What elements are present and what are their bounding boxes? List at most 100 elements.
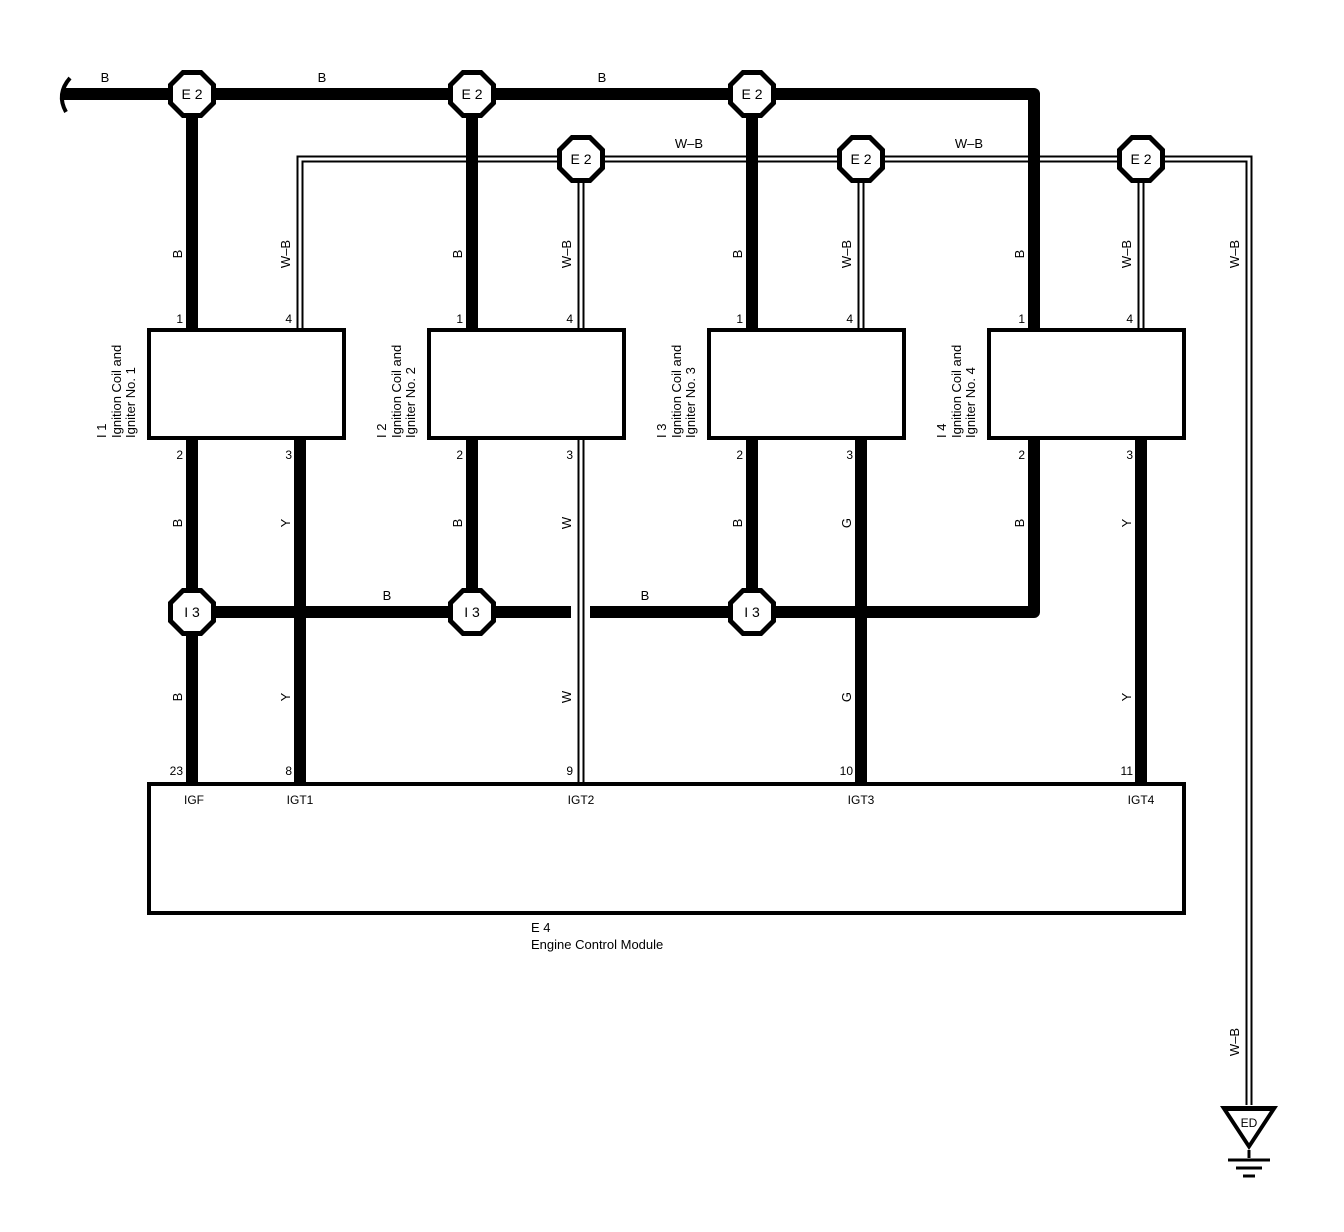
wire-label: G <box>839 518 854 528</box>
wire-label: W–B <box>559 240 574 268</box>
wb-ground-wiring <box>296 155 1253 1105</box>
i3-connector: I 3 <box>448 588 496 636</box>
wire-label: B <box>1012 250 1027 259</box>
coil-id: I 4 <box>934 424 949 438</box>
ecm-terminal-name: IGT3 <box>848 793 875 807</box>
e2-connector: E 2 <box>1117 135 1165 183</box>
wire-label: B <box>450 519 465 528</box>
e2-connector: E 2 <box>168 70 216 118</box>
ecm-pin-number: 23 <box>170 764 184 778</box>
ecm-pin-number: 8 <box>285 764 292 778</box>
i3-label: I 3 <box>744 604 760 620</box>
wire-label: Y <box>1119 518 1134 527</box>
ecm-pin-number: 10 <box>840 764 854 778</box>
pin-number: 1 <box>736 312 743 326</box>
e2-label: E 2 <box>570 151 591 167</box>
coil-id: I 2 <box>374 424 389 438</box>
ecm-name: Engine Control Module <box>531 937 663 952</box>
wire-label: B <box>730 519 745 528</box>
pin-number: 3 <box>285 448 292 462</box>
pin-number: 4 <box>1126 312 1133 326</box>
pin-number: 1 <box>1018 312 1025 326</box>
wire-label: W <box>559 516 574 529</box>
pin-number: 2 <box>456 448 463 462</box>
wire-label: W–B <box>675 136 703 151</box>
coil-name: Ignition Coil and <box>109 345 124 438</box>
coil-box-4 <box>987 328 1186 440</box>
pin-number: 4 <box>846 312 853 326</box>
wire-label: B <box>730 250 745 259</box>
pin-number: 2 <box>1018 448 1025 462</box>
wire-label: W–B <box>839 240 854 268</box>
pin-number: 2 <box>176 448 183 462</box>
wire-label: W–B <box>1227 1028 1242 1056</box>
pin-number: 4 <box>285 312 292 326</box>
coil-name: Igniter No. 2 <box>403 367 418 438</box>
wire-label: B <box>450 250 465 259</box>
coil-box-3 <box>707 328 906 440</box>
e2-label: E 2 <box>1130 151 1151 167</box>
pin-number: 1 <box>456 312 463 326</box>
wire-label: Y <box>1119 692 1134 701</box>
vertical-wire-labels: B B B B W–B W–B W–B W–B W–B W–B B B B B … <box>170 240 1242 1056</box>
coil-name: Ignition Coil and <box>389 345 404 438</box>
wire-label: W–B <box>1227 240 1242 268</box>
e2-label: E 2 <box>181 86 202 102</box>
e2-connector: E 2 <box>448 70 496 118</box>
pin-number: 3 <box>566 448 573 462</box>
ecm-box <box>147 782 1186 915</box>
wire-label: B <box>170 693 185 702</box>
e2-label: E 2 <box>461 86 482 102</box>
i3-connector: I 3 <box>168 588 216 636</box>
ed-label: ED <box>1241 1116 1258 1130</box>
i3-label: I 3 <box>464 604 480 620</box>
wire-label: Y <box>278 692 293 701</box>
coil-name: Igniter No. 4 <box>963 367 978 438</box>
e2-label: E 2 <box>741 86 762 102</box>
horizontal-wire-labels: B B B W–B W–B B B <box>101 70 983 603</box>
ecm-terminals: 23 IGF 8 IGT1 9 IGT2 10 IGT3 11 IGT4 <box>170 764 1155 807</box>
wire-label: B <box>170 250 185 259</box>
wire-label: B <box>641 588 650 603</box>
ecm-terminal-name: IGT4 <box>1128 793 1155 807</box>
e2-label: E 2 <box>850 151 871 167</box>
coil-box-1 <box>147 328 346 440</box>
ecm-pin-number: 11 <box>1121 764 1134 778</box>
e2-connector: E 2 <box>837 135 885 183</box>
coil-boxes <box>147 328 1186 440</box>
wire-label: W–B <box>955 136 983 151</box>
i3-label: I 3 <box>184 604 200 620</box>
wire-label: B <box>598 70 607 85</box>
ecm-pin-number: 9 <box>566 764 573 778</box>
ecm-terminal-name: IGF <box>184 793 204 807</box>
e2-connector: E 2 <box>557 135 605 183</box>
coil-name: Ignition Coil and <box>949 345 964 438</box>
wire-label: B <box>383 588 392 603</box>
pin-number: 1 <box>176 312 183 326</box>
coil-pin-numbers: 1 4 2 3 1 4 2 3 1 4 2 3 1 4 2 3 <box>176 312 1133 462</box>
ecm-id: E 4 <box>531 920 551 935</box>
wire-label: W–B <box>278 240 293 268</box>
pin-number: 2 <box>736 448 743 462</box>
coil-name: Igniter No. 1 <box>123 367 138 438</box>
wire-label: B <box>170 519 185 528</box>
wire-label: B <box>101 70 110 85</box>
wire-label: B <box>1012 519 1027 528</box>
coil-name: Igniter No. 3 <box>683 367 698 438</box>
wire-label: G <box>839 692 854 702</box>
ecm-terminal-name: IGT1 <box>287 793 314 807</box>
coil-label-2: I 2 Ignition Coil and Igniter No. 2 <box>374 345 418 438</box>
ecm-terminal-name: IGT2 <box>568 793 595 807</box>
coil-label-1: I 1 Ignition Coil and Igniter No. 1 <box>94 345 138 438</box>
coil-id: I 1 <box>94 424 109 438</box>
pin-number: 3 <box>1126 448 1133 462</box>
ground-symbol: ED <box>1220 1106 1278 1178</box>
pin-number: 4 <box>566 312 573 326</box>
i3-connector: I 3 <box>728 588 776 636</box>
wire-label: Y <box>278 518 293 527</box>
coil-label-4: I 4 Ignition Coil and Igniter No. 4 <box>934 345 978 438</box>
e2-connector: E 2 <box>728 70 776 118</box>
wire-label: W–B <box>1119 240 1134 268</box>
coil-name: Ignition Coil and <box>669 345 684 438</box>
